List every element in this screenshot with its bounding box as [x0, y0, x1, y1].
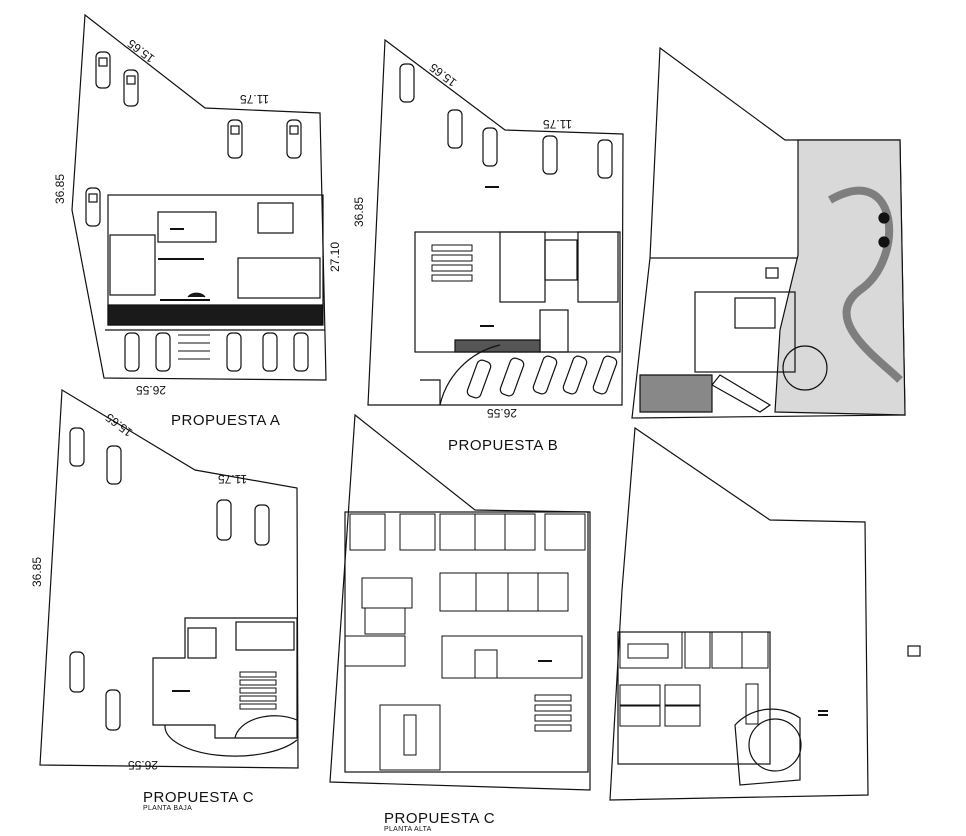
car-a-4: [286, 119, 302, 159]
site-boundary-c-baja: [39, 388, 299, 769]
title-propuesta-a: PROPUESTA A: [171, 412, 281, 429]
dimension-b-top: 11.75: [543, 117, 573, 131]
car-a-1: [95, 51, 111, 89]
car-a-10: [293, 332, 309, 372]
plan-landscape-top-right: [631, 46, 906, 419]
car-a-3: [227, 119, 243, 159]
car-a-5: [85, 187, 101, 227]
car-a-8: [226, 332, 242, 372]
car-a-6: [124, 332, 140, 372]
site-boundary-b: [367, 38, 624, 406]
subtitle-planta-baja: PLANTA BAJA: [143, 805, 193, 812]
dimension-a-bottom: 26.55: [136, 383, 167, 397]
title-propuesta-c-baja: PROPUESTA C: [143, 789, 255, 806]
dimension-a-top: 11.75: [240, 92, 270, 106]
dimension-c-left: 36.85: [30, 556, 45, 588]
dimension-c-bottom: 26.55: [128, 758, 159, 772]
car-a-2: [123, 69, 139, 107]
building-b: [414, 231, 621, 353]
plan-propuesta-a: [71, 13, 327, 381]
hedge-strip-tr: [639, 374, 713, 413]
car-b-7: [499, 357, 525, 397]
spiral-stair-br: [748, 718, 802, 772]
building-tr: [694, 291, 796, 373]
title-propuesta-b: PROPUESTA B: [448, 437, 559, 454]
car-c-1: [69, 427, 85, 467]
plan-propuesta-c-alta: [329, 413, 591, 791]
plan-propuesta-c-baja: [39, 388, 299, 769]
car-b-5: [597, 139, 613, 179]
car-c-5: [69, 651, 85, 693]
car-b-6: [466, 359, 492, 399]
car-b-9: [562, 355, 588, 395]
spiral-stair-tr: [782, 345, 828, 391]
dimension-c-top: 11.75: [218, 472, 248, 486]
plan-propuesta-b: [367, 38, 624, 406]
car-b-2: [447, 109, 463, 149]
car-c-6: [105, 689, 121, 731]
car-b-10: [592, 355, 618, 395]
title-propuesta-c-alta: PROPUESTA C: [384, 810, 496, 827]
dimension-b-bottom: 26.55: [487, 406, 518, 420]
dimension-b-left: 36.85: [352, 196, 367, 228]
textured-garden-area: [774, 139, 906, 416]
car-b-4: [542, 135, 558, 175]
site-boundary-br: [609, 426, 869, 801]
seating-b: [431, 244, 473, 282]
subtitle-planta-alta: PLANTA ALTA: [384, 826, 432, 833]
site-boundary-a: [71, 13, 327, 381]
plan-upper-bottom-right: [609, 426, 921, 801]
car-c-3: [216, 499, 232, 541]
entry-dark-strip-a: [107, 304, 323, 326]
car-b-8: [532, 355, 558, 395]
dimension-a-left: 36.85: [53, 173, 68, 205]
car-a-7: [155, 332, 171, 372]
building-c-baja: [152, 617, 298, 739]
car-b-1: [399, 63, 415, 103]
building-br: [617, 631, 771, 765]
car-a-9: [262, 332, 278, 372]
car-c-2: [106, 445, 122, 485]
building-c-alta: [344, 511, 589, 773]
dimension-a-right: 27.10: [328, 241, 343, 273]
car-c-4: [254, 504, 270, 546]
site-boundary-c-alta: [329, 413, 591, 791]
car-b-3: [482, 127, 498, 167]
